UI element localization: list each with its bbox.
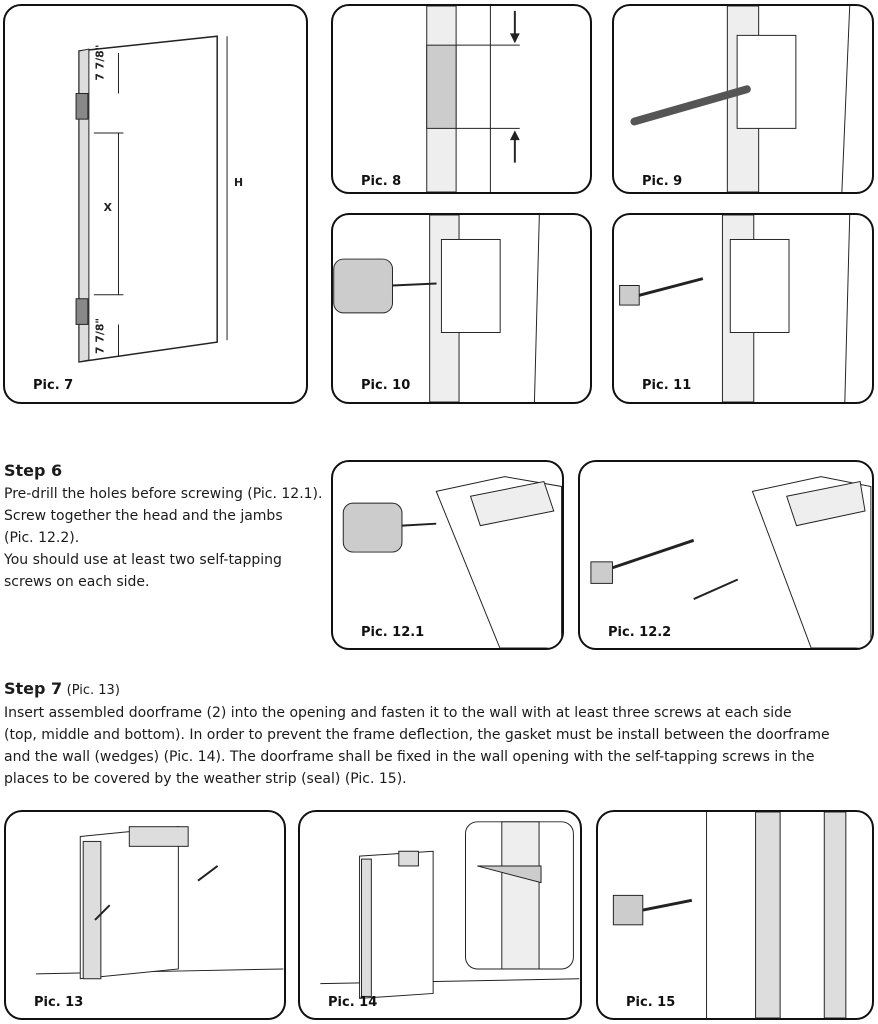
figure-pic12-2: Pic. 12.2	[578, 460, 874, 650]
step7-ref: (Pic. 13)	[66, 683, 120, 698]
figure-pic7: 7 7/8" 7 7/8" X H Pic. 7	[3, 4, 308, 404]
caption-pic13: Pic. 13	[34, 995, 84, 1010]
step7-line: and the wall (wedges) (Pic. 14). The doo…	[4, 749, 815, 765]
screw-head-jamb-drawing	[590, 476, 872, 648]
figure-pic15: Pic. 15	[596, 810, 874, 1020]
step6-section: Step 6 Pre-drill the holes before screwi…	[4, 460, 329, 593]
figure-pic9: Pic. 9	[612, 4, 874, 194]
doorframe-insert-drawing	[36, 826, 284, 980]
caption-pic8: Pic. 8	[361, 174, 402, 189]
bottom-dimension-label: 7 7/8"	[94, 318, 107, 354]
figure-pic8: Pic. 8	[331, 4, 592, 194]
figure-pic11: Pic. 11	[612, 213, 874, 404]
step7-section: Step 7 (Pic. 13) Insert assembled doorfr…	[4, 678, 874, 790]
door-dimension-drawing: 7 7/8" 7 7/8" X H	[75, 35, 243, 363]
drill-hinge-drawing	[333, 215, 540, 402]
step6-line: Screw together the head and the jambs	[4, 508, 283, 524]
caption-pic7: Pic. 7	[33, 378, 74, 393]
step7-line: Insert assembled doorframe (2) into the …	[4, 705, 792, 721]
figure-pic10: Pic. 10	[331, 213, 592, 404]
caption-pic12-1: Pic. 12.1	[361, 625, 425, 640]
caption-pic10: Pic. 10	[361, 378, 411, 393]
step7-title: Step 7	[4, 679, 63, 698]
step7-line: places to be covered by the weather stri…	[4, 771, 407, 787]
wedge-gasket-drawing	[320, 821, 580, 999]
caption-pic9: Pic. 9	[642, 174, 683, 189]
hinge-pin-drawing	[630, 6, 851, 192]
figure-pic12-1: Pic. 12.1	[331, 460, 564, 650]
step6-line: (Pic. 12.2).	[4, 530, 80, 546]
h-dimension-label: H	[234, 176, 243, 189]
hinge-position-drawing	[426, 6, 520, 192]
figure-pic14: Pic. 14	[298, 810, 582, 1020]
caption-pic11: Pic. 11	[642, 378, 692, 393]
figure-pic13: Pic. 13	[4, 810, 286, 1020]
drill-head-jamb-drawing	[342, 476, 562, 648]
caption-pic12-2: Pic. 12.2	[608, 625, 672, 640]
top-dimension-label: 7 7/8"	[94, 45, 107, 81]
step7-line: (top, middle and bottom). In order to pr…	[4, 727, 830, 743]
seal-screw-drawing	[612, 812, 847, 1018]
step6-line: Pre-drill the holes before screwing (Pic…	[4, 486, 323, 502]
caption-pic14: Pic. 14	[328, 995, 378, 1010]
step6-line: You should use at least two self-tapping	[4, 552, 282, 568]
x-dimension-label: X	[104, 201, 113, 214]
step6-line: screws on each side.	[4, 574, 150, 590]
screwdriver-hinge-drawing	[619, 215, 851, 402]
caption-pic15: Pic. 15	[626, 995, 676, 1010]
step6-title: Step 6	[4, 461, 63, 480]
